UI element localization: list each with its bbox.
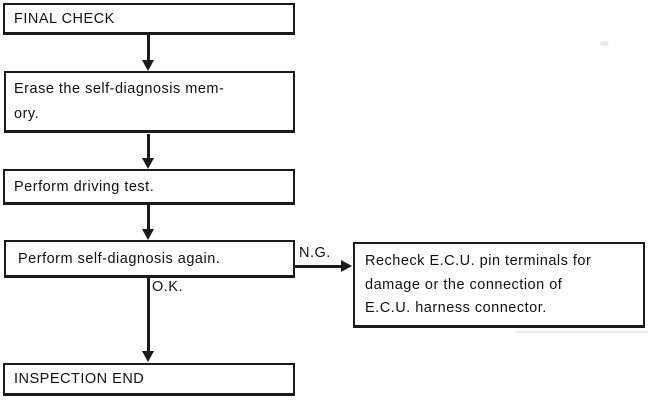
scan-edge-shadow: [515, 331, 648, 333]
node-recheck-ecu-line3: E.C.U. harness connector.: [365, 300, 547, 316]
scan-smudge: [600, 41, 609, 46]
arrow-down-icon: [142, 60, 154, 71]
arrow-drive-to-selfdiag-line: [147, 205, 150, 230]
node-final-check-label: FINAL CHECK: [14, 10, 115, 27]
node-recheck-ecu-line1: Recheck E.C.U. pin terminals for: [365, 253, 592, 269]
node-self-diagnosis-again: Perform self-diagnosis again.: [4, 240, 295, 278]
arrow-ok-to-end-line: [147, 278, 150, 352]
node-final-check: FINAL CHECK: [3, 3, 295, 35]
node-recheck-ecu-line2: damage or the connection of: [365, 276, 563, 293]
arrow-down-icon: [142, 158, 154, 169]
node-erase-memory-line2: ory.: [14, 106, 40, 122]
node-erase-memory-line1: Erase the self-diagnosis mem-: [14, 81, 225, 97]
arrow-down-icon: [142, 351, 154, 362]
arrow-final-to-erase-line: [147, 35, 150, 62]
arrow-down-icon: [142, 229, 154, 240]
node-inspection-end-label: INSPECTION END: [14, 371, 145, 387]
edge-label-ng: N.G.: [299, 245, 331, 261]
node-erase-memory: Erase the self-diagnosis mem- ory.: [4, 71, 295, 133]
node-inspection-end: INSPECTION END: [3, 363, 295, 396]
node-self-diagnosis-again-label: Perform self-diagnosis again.: [18, 250, 221, 267]
node-recheck-ecu: Recheck E.C.U. pin terminals for damage …: [353, 242, 645, 328]
arrow-erase-to-drive-line: [147, 134, 150, 159]
edge-label-ok: O.K.: [152, 279, 184, 295]
node-driving-test-label: Perform driving test.: [14, 178, 155, 195]
node-driving-test: Perform driving test.: [3, 169, 295, 205]
arrow-ng-to-recheck-line: [295, 265, 342, 268]
arrow-right-icon: [341, 260, 352, 272]
